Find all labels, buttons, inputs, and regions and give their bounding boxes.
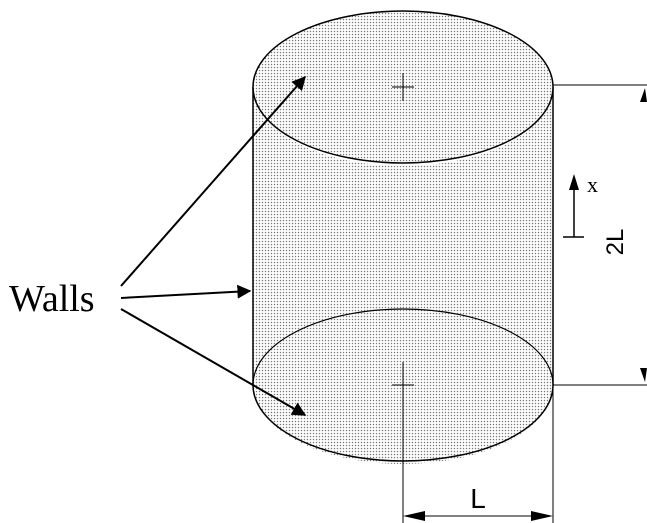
radius-arrow-right [531, 511, 553, 521]
height-arrow-bottom [640, 368, 647, 382]
walls-arrow-side [120, 284, 252, 299]
top-center-mark [392, 73, 414, 101]
height-label: 2L [602, 229, 629, 256]
height-arrow-top [640, 88, 647, 102]
radius-label: L [470, 483, 486, 514]
radius-arrow-left [403, 511, 425, 521]
walls-label: Walls [9, 278, 95, 320]
bottom-center-mark [392, 362, 414, 470]
cylinder-body [253, 87, 553, 465]
walls-arrow-top [120, 75, 306, 287]
walls-arrow-bottom [120, 308, 307, 416]
x-axis-indicator [563, 174, 584, 238]
bottom-ellipse-back [252, 308, 554, 386]
x-axis-label: x [587, 172, 598, 197]
